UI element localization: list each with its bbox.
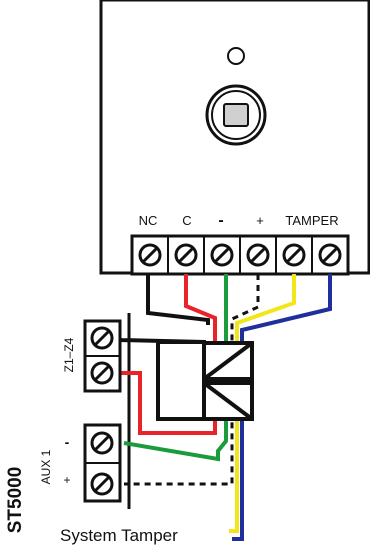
aux-minus-label: - [65,434,70,450]
aux-screw-minus [90,431,114,455]
terminal-screw-nc [138,243,162,267]
terminal-label-plus: + [256,213,264,228]
zone-label: Z1–Z4 [62,337,76,372]
wire-dotted [124,274,260,486]
detector-terminal-block [130,234,350,276]
terminal-screw-plus [246,243,270,267]
detector-lens-window [223,103,249,127]
zone-screw-1 [90,326,114,350]
zone-screw-2 [90,361,114,385]
cable-sleeve-upper [202,341,254,381]
terminal-label-nc: NC [139,213,158,228]
terminal-screw-minus [210,243,234,267]
terminal-label-tamper: TAMPER [285,213,338,228]
cable-sleeve-lower [202,381,254,421]
detector-led [227,47,245,65]
aux-plus-label: + [63,473,70,487]
panel-model-label: ST5000 [5,467,26,534]
terminal-screw-tamper-1 [282,243,306,267]
terminal-label-c: C [182,213,191,228]
wire-black [118,274,210,421]
wire-yellow [229,274,296,533]
aux-screw-plus [90,472,114,496]
system-tamper-label: System Tamper [60,526,178,545]
wire-blue [232,274,332,541]
terminal-screw-c [174,243,198,267]
aux-label: AUX 1 [39,449,53,484]
wire-red [120,274,217,435]
terminal-label-minus: - [218,212,223,229]
terminal-screw-tamper-2 [318,243,342,267]
